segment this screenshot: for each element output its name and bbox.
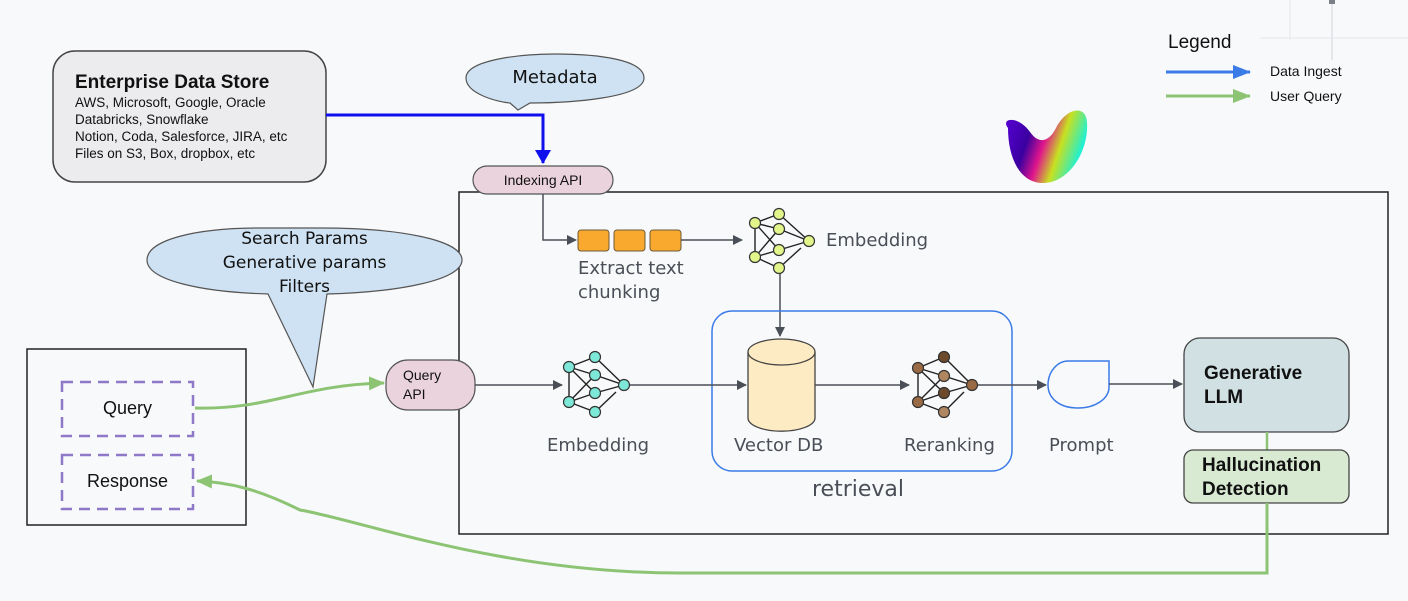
legend-data-ingest-label: Data Ingest [1270, 63, 1342, 79]
hallucination-label-line: Detection [1202, 479, 1289, 500]
metadata-bubble [465, 53, 645, 111]
prompt-label: Prompt [1049, 435, 1114, 456]
brand-logo-icon [1006, 110, 1088, 183]
ingest-embedding-network-icon [748, 207, 816, 275]
enterprise-source-line: Databricks, Snowflake [75, 112, 209, 127]
grid-handle [1329, 0, 1335, 4]
vector-db-label: Vector DB [734, 435, 824, 456]
params-bubble [146, 227, 463, 390]
retrieval-group [711, 310, 1013, 472]
indexing-api-label: Indexing API [503, 172, 583, 188]
reranking-network-icon [911, 350, 979, 419]
metadata-label: Metadata [512, 67, 598, 88]
params-bubble-text: Search Params Generative params Filters [147, 227, 462, 299]
indexing-to-chunking-arrow [542, 194, 577, 245]
chunking-label-line: Extract text [578, 258, 684, 279]
enterprise-source-line: AWS, Microsoft, Google, Oracle [75, 95, 266, 110]
enterprise-source-line: Notion, Coda, Salesforce, JIRA, etc [75, 129, 288, 144]
response-box[interactable] [60, 453, 195, 511]
hallucination-label-line: Hallucination [1202, 455, 1322, 476]
chunk-block [577, 229, 610, 252]
query-api-label-line: Query [403, 367, 442, 383]
query-api-label: Query API [403, 366, 441, 404]
filters-label: Filters [279, 277, 330, 297]
query-box[interactable] [60, 380, 195, 438]
chunk-block [613, 229, 646, 252]
legend-title: Legend [1168, 32, 1232, 53]
query-embedding-network-icon [562, 350, 631, 419]
chunk-block [649, 229, 682, 252]
client-box [26, 348, 247, 526]
vector-db-cylinder-icon [747, 338, 816, 432]
hallucination-detection-label: Hallucination Detection [1202, 454, 1321, 502]
prompt-shape-icon [1047, 360, 1110, 409]
query-to-api-arrow [194, 376, 385, 410]
chunking-label-line: chunking [578, 282, 661, 303]
ingest-embedding-label: Embedding [826, 230, 929, 251]
query-api-label-line: API [403, 386, 426, 402]
generative-llm-label-line: Generative [1204, 363, 1303, 384]
retrieval-label: retrieval [812, 477, 905, 502]
enterprise-data-store-title: Enterprise Data Store [75, 72, 270, 93]
generative-params-label: Generative params [222, 253, 387, 273]
response-return-arrow [196, 474, 1269, 575]
legend-user-query-label: User Query [1270, 88, 1342, 104]
enterprise-source-line: Files on S3, Box, dropbox, etc [75, 146, 256, 161]
query-embedding-label: Embedding [547, 435, 650, 456]
response-label: Response [86, 471, 169, 491]
reranking-label: Reranking [904, 435, 995, 456]
generative-llm-label: Generative LLM [1204, 362, 1302, 410]
generative-llm-label-line: LLM [1204, 387, 1244, 408]
chunking-label: Extract text chunking [578, 257, 684, 305]
query-label: Query [102, 398, 153, 418]
data-ingest-arrow [326, 113, 551, 164]
enterprise-data-store: Enterprise Data Store AWS, Microsoft, Go… [75, 72, 287, 162]
search-params-label: Search Params [241, 229, 368, 249]
